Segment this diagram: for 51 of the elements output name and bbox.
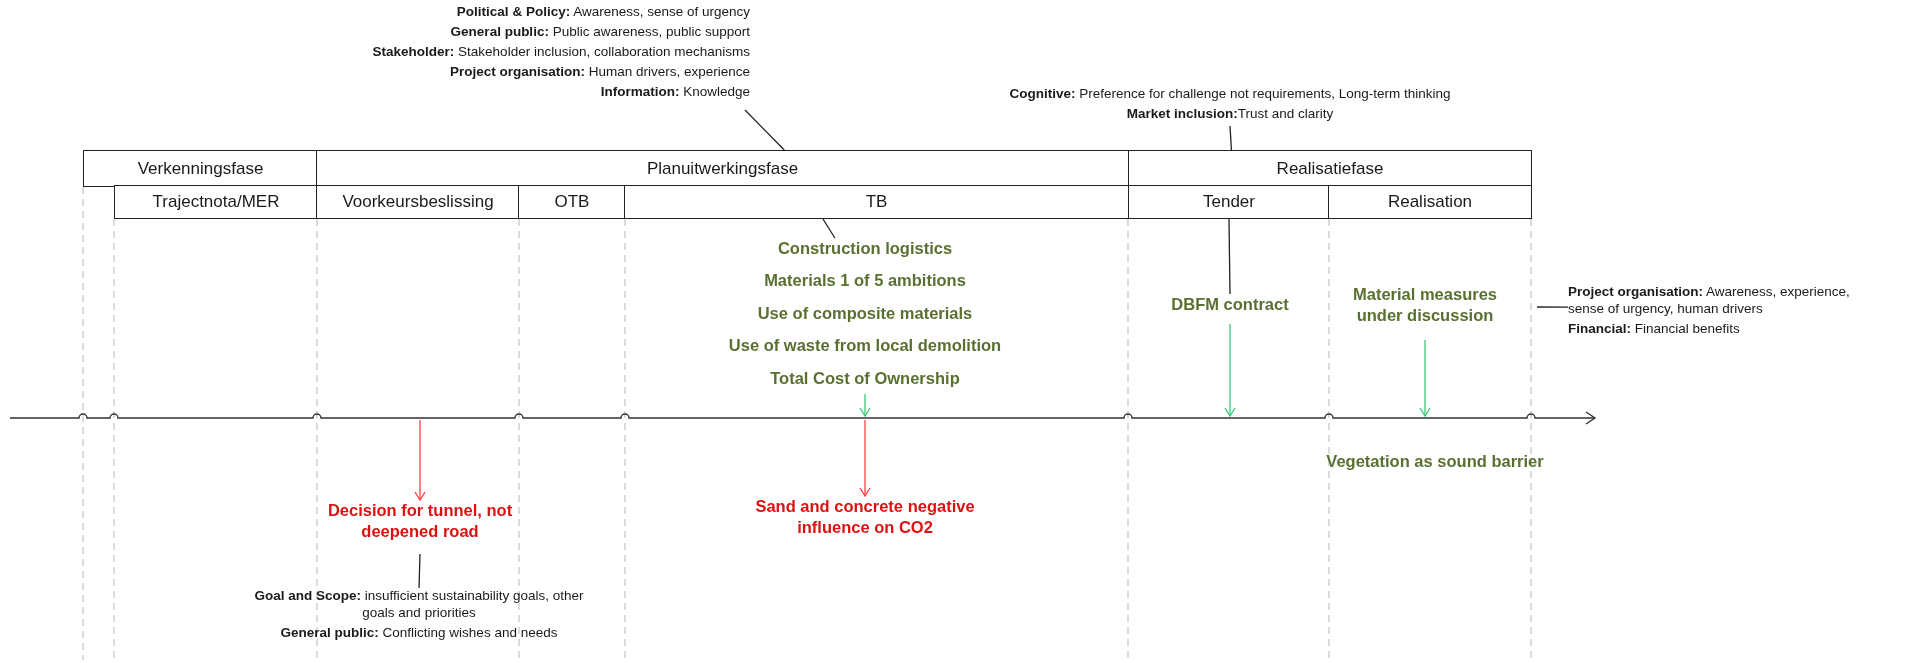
phase-box	[316, 185, 520, 219]
finding-text: DBFM contract	[1171, 294, 1289, 315]
factor-note: Market inclusion:Trust and clarity	[1126, 105, 1334, 123]
barrier-text: Sand and concrete negative influence on CO2	[754, 496, 976, 539]
phase-box	[114, 185, 318, 219]
finding-text: Material measures under discussion	[1352, 284, 1498, 327]
leader-line	[1228, 218, 1231, 295]
finding-text: Use of waste from local demolition	[728, 335, 1002, 357]
phase-box	[316, 150, 1129, 187]
arrow	[1224, 323, 1236, 417]
finding-text: Total Cost of Ownership	[770, 367, 960, 389]
phase-label: Verkenningsfase	[137, 157, 264, 180]
finding-text: Materials 1 of 5 ambitions	[764, 270, 966, 292]
timeline-arrow	[9, 411, 1597, 425]
arrow	[859, 419, 871, 497]
phase-box	[1128, 150, 1532, 187]
phase-label: Realisatiefase	[1276, 157, 1384, 180]
phase-label: Trajectnota/MER	[152, 191, 280, 213]
factor-note: Information: Knowledge	[600, 83, 750, 101]
phase-label: TB	[865, 191, 888, 213]
phase-label: Planuitwerkingsfase	[646, 157, 799, 180]
phase-label: OTB	[554, 191, 590, 213]
factor-note: Financial: Financial benefits	[1568, 320, 1740, 338]
barrier-text: Decision for tunnel, not deepened road	[326, 500, 514, 543]
factor-note: Stakeholder: Stakeholder inclusion, collaboration mechanisms	[372, 43, 750, 61]
phase-label: Voorkeursbeslissing	[342, 191, 494, 213]
factor-note: General public: Conflicting wishes and needs	[280, 624, 558, 642]
finding-text: Use of composite materials	[757, 302, 973, 324]
phase-label: Realisation	[1387, 191, 1473, 213]
factor-note: General public: Public awareness, public support	[450, 23, 750, 41]
arrow	[859, 393, 871, 417]
phase-label: Tender	[1203, 191, 1255, 213]
phase-box	[1128, 185, 1330, 219]
factor-note: Cognitive: Preference for challenge not requirements, Long-term thinking	[1009, 86, 1451, 103]
factor-note: Project organisation: Human drivers, experience	[449, 63, 750, 81]
factor-note: Goal and Scope: insufficient sustainability goals, other goals and priorities	[253, 588, 585, 622]
leader-line	[1536, 306, 1569, 308]
leader-line	[1229, 125, 1233, 151]
phase-box	[518, 185, 626, 219]
finding-text: Vegetation as sound barrier	[1325, 452, 1545, 471]
arrow	[1419, 339, 1431, 417]
phase-box	[83, 150, 318, 187]
phase-box	[1328, 185, 1532, 219]
factor-note: Project organisation: Awareness, experience, sense of urgency, human drivers	[1568, 284, 1851, 318]
leader-line	[822, 218, 836, 239]
leader-line	[418, 553, 421, 589]
factor-note: Political & Policy: Awareness, sense of urgency	[456, 4, 750, 21]
phase-box	[624, 185, 1129, 219]
leader-line	[744, 109, 785, 151]
arrow	[414, 419, 426, 501]
finding-text: Construction logistics	[777, 238, 953, 259]
